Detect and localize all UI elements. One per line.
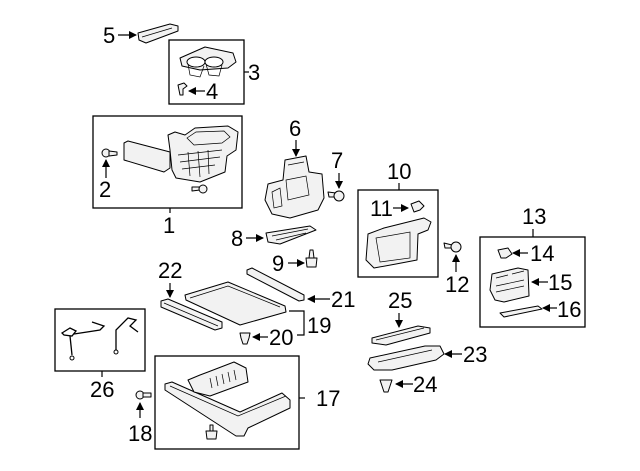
callout-18: 18 — [128, 421, 152, 446]
leader-19 — [289, 310, 305, 336]
callout-5: 5 — [103, 23, 115, 48]
part-5-trim-panel[interactable] — [137, 23, 179, 44]
part-18-screw[interactable] — [135, 390, 152, 400]
part-1-console-body[interactable] — [123, 125, 239, 183]
part-21-rail[interactable] — [246, 267, 305, 302]
part-23-tray[interactable] — [367, 345, 445, 371]
part-2-screw[interactable] — [101, 148, 118, 158]
part-3-cup-holder[interactable] — [179, 46, 237, 78]
part-16-trim-strip[interactable] — [499, 305, 543, 318]
callout-16: 16 — [557, 297, 581, 322]
part-10-bezel[interactable] — [365, 217, 432, 269]
callout-11: 11 — [370, 196, 393, 221]
callout-21: 21 — [331, 287, 355, 312]
part-12-screw[interactable] — [443, 241, 462, 253]
callout-8: 8 — [231, 226, 243, 251]
part-15-switch-panel[interactable] — [489, 267, 530, 303]
callout-13: 13 — [522, 204, 546, 229]
callout-25: 25 — [388, 288, 412, 313]
callout-20: 20 — [269, 325, 293, 350]
callout-9: 9 — [272, 251, 284, 276]
callout-15: 15 — [548, 270, 572, 295]
part-1-screw[interactable] — [191, 184, 208, 194]
part-7-screw[interactable] — [327, 190, 345, 202]
box-17-base-bracket — [154, 355, 300, 450]
part-11-clip[interactable] — [410, 200, 425, 213]
callout-2: 2 — [99, 177, 111, 202]
callout-23: 23 — [463, 342, 487, 367]
part-22-rail[interactable] — [160, 298, 223, 331]
callout-6: 6 — [289, 116, 301, 141]
part-26-cable-set[interactable] — [60, 317, 139, 361]
box-26-cables — [54, 308, 146, 372]
callout-19: 19 — [307, 313, 331, 338]
part-19-tray[interactable] — [184, 281, 287, 326]
callout-17: 17 — [316, 386, 340, 411]
box-13-panel — [479, 236, 586, 328]
box-1-console-body — [92, 115, 243, 209]
part-4-clip[interactable] — [177, 82, 188, 96]
callout-22: 22 — [158, 258, 182, 283]
part-9-bolt[interactable] — [305, 249, 318, 268]
part-24-clip[interactable] — [379, 379, 393, 393]
part-25-mat[interactable] — [371, 325, 431, 346]
callout-4: 4 — [206, 79, 218, 104]
callout-7: 7 — [331, 148, 343, 173]
part-17-base-bracket[interactable] — [164, 361, 291, 437]
callout-26: 26 — [90, 377, 114, 402]
part-8-mat[interactable] — [265, 225, 317, 245]
callout-3: 3 — [248, 60, 260, 85]
part-17-bolt[interactable] — [205, 424, 218, 440]
part-14-clip[interactable] — [497, 247, 513, 259]
part-6-bracket[interactable] — [264, 155, 325, 219]
box-10-bezel — [357, 189, 439, 278]
callout-10: 10 — [387, 159, 411, 184]
callout-14: 14 — [530, 241, 554, 266]
callout-1: 1 — [163, 213, 175, 238]
callout-12: 12 — [445, 272, 469, 297]
part-20-clip[interactable] — [239, 332, 251, 345]
callout-24: 24 — [413, 372, 437, 397]
